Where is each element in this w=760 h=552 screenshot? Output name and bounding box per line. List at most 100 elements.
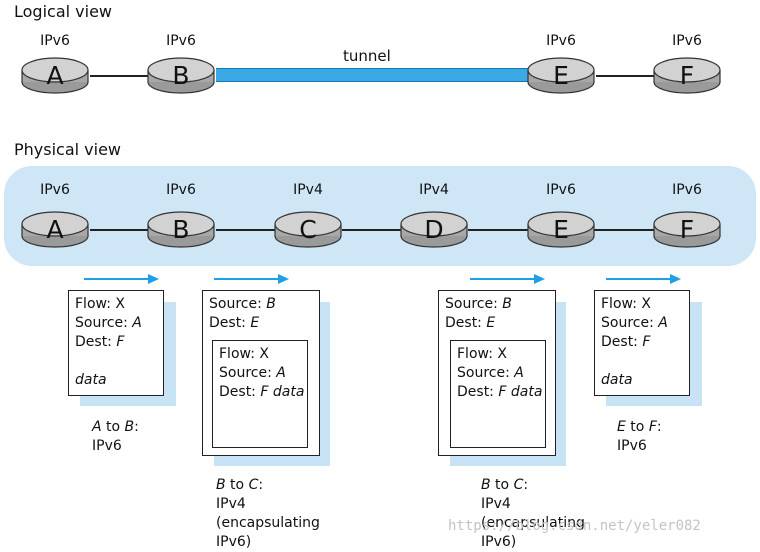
router-label: A [46, 215, 64, 244]
router-b-logical: B [146, 56, 216, 94]
inner-ipv6-packet: Flow: X Source: A Dest: F data [212, 340, 308, 448]
dest-label: Dest: [601, 334, 643, 350]
physical-proto-e: IPv6 [546, 182, 576, 198]
dest-value: F [498, 384, 507, 400]
caption-d-to-e: B to C: IPv4 (encapsulating IPv6) [481, 476, 585, 552]
caption-line4: IPv6) [481, 534, 517, 550]
outer-dest-label: Dest: [209, 315, 251, 331]
router-icon [653, 211, 721, 248]
dest-label: Dest: [219, 384, 261, 400]
packet-e-to-f: Flow: X Source: A Dest: F data [594, 290, 690, 396]
router-f-logical: F [652, 56, 722, 94]
arrow-right-icon [214, 274, 289, 284]
router-b: B [146, 210, 216, 248]
caption-from: B [481, 477, 491, 493]
router-e-logical: E [526, 56, 596, 94]
source-label: Source: [75, 315, 133, 331]
router-f: F [652, 210, 722, 248]
router-icon [147, 57, 215, 94]
tunnel-link [216, 68, 530, 82]
router-label: A [46, 61, 64, 90]
packet-a-to-b: Flow: X Source: A Dest: F data [68, 290, 164, 396]
source-label: Source: [219, 365, 277, 381]
router-label: E [553, 61, 569, 90]
physical-proto-b: IPv6 [166, 182, 196, 198]
outer-dest-value: E [486, 315, 496, 331]
router-e: E [526, 210, 596, 248]
physical-proto-a: IPv6 [40, 182, 70, 198]
router-d: D [399, 210, 469, 248]
outer-dest-value: E [250, 315, 260, 331]
caption-to: F [648, 419, 657, 435]
logical-proto-e: IPv6 [546, 33, 576, 49]
flow-label: Flow: X [75, 296, 125, 312]
logical-proto-b: IPv6 [166, 33, 196, 49]
caption-end: : [134, 419, 139, 435]
source-label: Source: [457, 365, 515, 381]
physical-view-title: Physical view [14, 140, 122, 159]
source-value: A [276, 365, 286, 381]
caption-mid: to [101, 419, 125, 435]
router-icon [527, 57, 595, 94]
caption-mid: to [490, 477, 514, 493]
link-d-e [468, 229, 530, 231]
data-label: data [75, 372, 107, 388]
link-a-b-logical [90, 75, 152, 77]
outer-source-value: B [266, 296, 276, 312]
data-label: data [272, 384, 305, 400]
caption-a-to-b: A to B: IPv6 [92, 418, 139, 456]
router-label: C [299, 215, 317, 244]
tunnel-label: tunnel [343, 47, 391, 65]
source-value: A [658, 315, 668, 331]
router-label: D [424, 215, 444, 244]
outer-dest-label: Dest: [445, 315, 487, 331]
source-value: A [514, 365, 524, 381]
outer-source-label: Source: [445, 296, 503, 312]
router-icon [653, 57, 721, 94]
dest-value: F [116, 334, 125, 350]
outer-source-label: Source: [209, 296, 267, 312]
caption-to: C [248, 477, 259, 493]
inner-ipv6-packet: Flow: X Source: A Dest: F data [450, 340, 546, 448]
flow-label: Flow: X [601, 296, 651, 312]
caption-b-to-c: B to C: IPv4 (encapsulating IPv6) [216, 476, 320, 552]
router-icon [21, 211, 89, 248]
flow-label: Flow: X [219, 346, 269, 362]
physical-proto-c: IPv4 [293, 182, 323, 198]
caption-e-to-f: E to F: IPv6 [617, 418, 662, 456]
router-label: F [679, 215, 695, 244]
logical-proto-a: IPv6 [40, 33, 70, 49]
logical-view-title: Logical view [14, 2, 112, 21]
caption-line2: IPv6 [617, 438, 647, 454]
router-a-logical: A [20, 56, 90, 94]
caption-end: : [258, 477, 264, 493]
router-icon [527, 211, 595, 248]
caption-end: : [656, 419, 662, 435]
router-icon [147, 211, 215, 248]
physical-view-band [4, 166, 756, 266]
data-label: data [601, 372, 633, 388]
watermark: https://blog.csdn.net/yeler082 [448, 518, 701, 534]
caption-mid: to [625, 419, 649, 435]
caption-from: E [617, 419, 626, 435]
router-a: A [20, 210, 90, 248]
source-value: A [132, 315, 142, 331]
router-label: E [553, 215, 569, 244]
flow-label: Flow: X [457, 346, 507, 362]
router-icon [400, 211, 468, 248]
dest-label: Dest: [75, 334, 117, 350]
caption-line4: IPv6) [216, 534, 252, 550]
caption-mid: to [225, 477, 249, 493]
caption-line2: IPv4 [216, 496, 246, 512]
link-a-b [90, 229, 152, 231]
dest-label: Dest: [457, 384, 499, 400]
dest-value: F [642, 334, 651, 350]
arrow-right-icon [84, 274, 159, 284]
link-c-d [342, 229, 404, 231]
link-b-c [216, 229, 278, 231]
router-label: F [679, 61, 695, 90]
caption-end: : [523, 477, 529, 493]
physical-proto-d: IPv4 [419, 182, 449, 198]
router-label: B [172, 215, 190, 244]
caption-from: B [216, 477, 226, 493]
